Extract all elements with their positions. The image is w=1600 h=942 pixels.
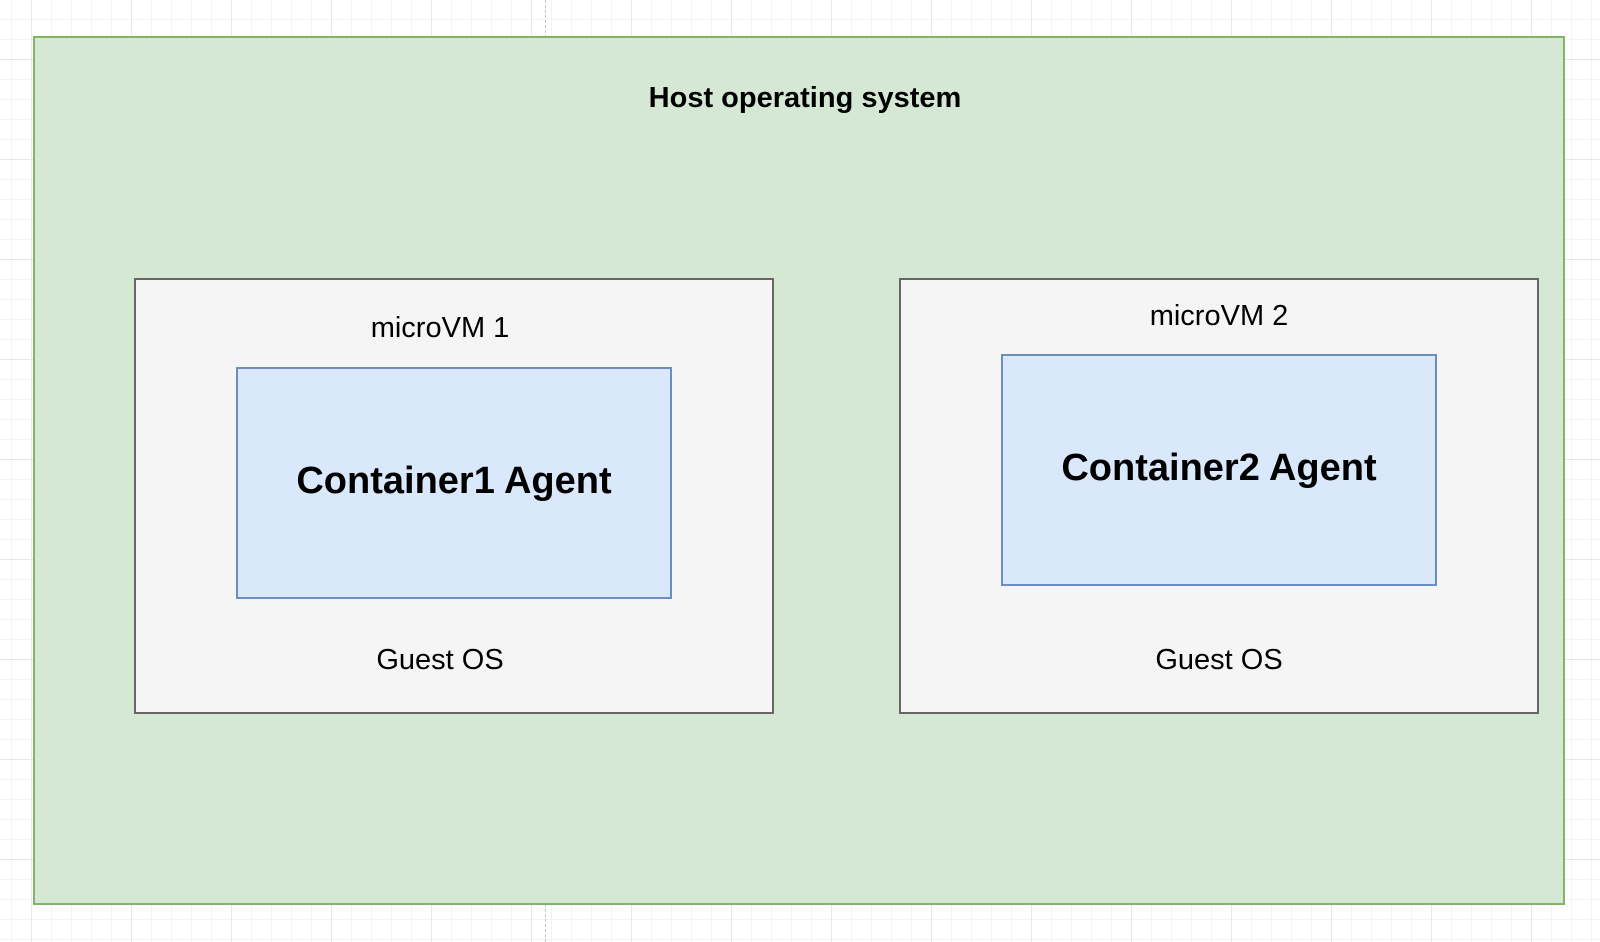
microvm-2-title: microVM 2	[1149, 300, 1289, 332]
container-1-title: Container1 Agent	[296, 460, 612, 502]
container-1-box[interactable]	[236, 367, 672, 599]
host-os-title: Host operating system	[648, 82, 962, 114]
microvm-1-title: microVM 1	[370, 312, 510, 344]
microvm-1-guest-os-label: Guest OS	[376, 644, 504, 676]
container-2-title: Container2 Agent	[1061, 447, 1377, 489]
container-2-box[interactable]	[1001, 354, 1437, 586]
microvm-2-guest-os-label: Guest OS	[1155, 644, 1283, 676]
